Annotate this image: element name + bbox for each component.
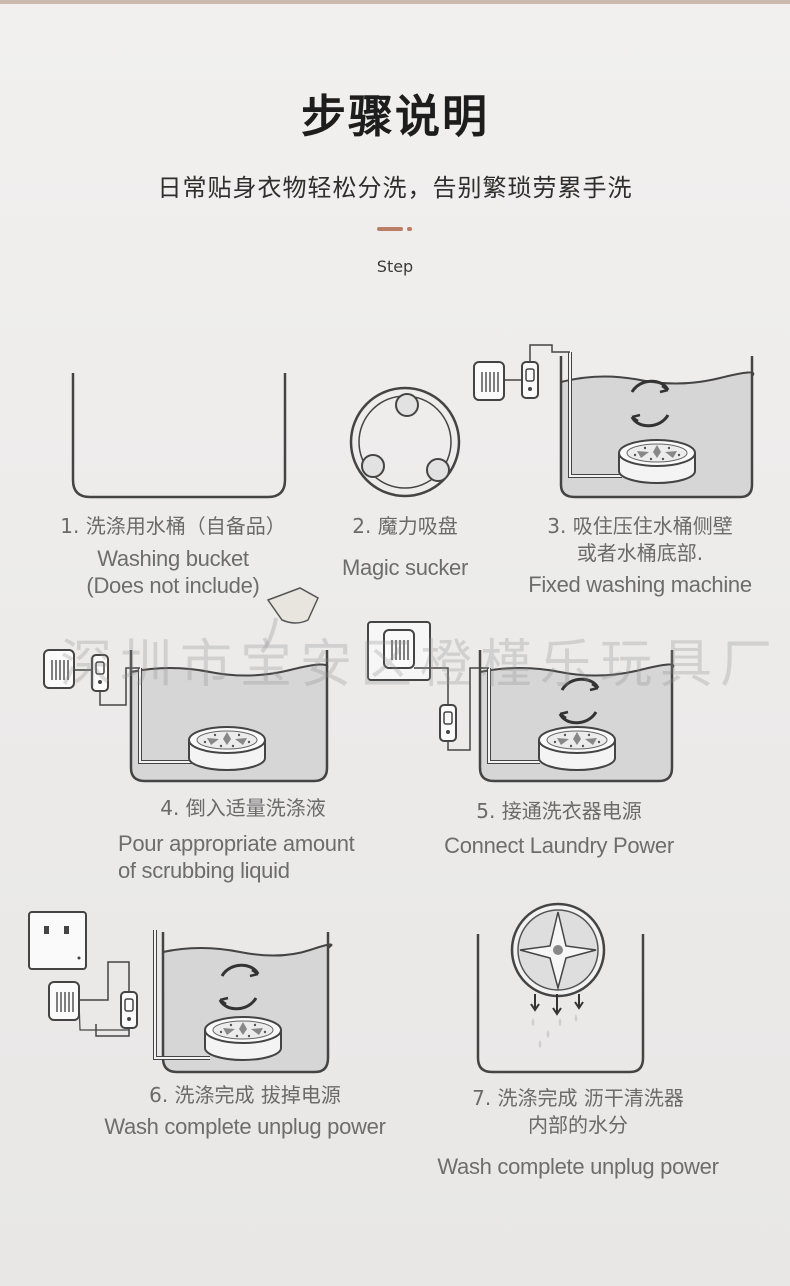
step-5-en: Connect Laundry Power: [444, 833, 674, 858]
step-5-cn: 5. 接通洗衣器电源: [476, 799, 642, 823]
step-7-cn-line-1: 7. 洗涤完成 沥干清洗器: [472, 1086, 684, 1110]
step-6-caption: 6. 洗涤完成 拔掉电源 Wash complete unplug power: [95, 1082, 395, 1140]
top-accent-bar: [0, 0, 790, 4]
connect-power-illustration: [367, 621, 675, 783]
title-divider-dot: [407, 227, 412, 231]
step-1-en-line-2: (Does not include): [86, 573, 260, 598]
step-4-caption: 4. 倒入适量洗涤液 Pour appropriate amount of sc…: [118, 795, 368, 884]
pour-liquid-illustration: [43, 587, 329, 783]
step-6-en: Wash complete unplug power: [104, 1114, 386, 1139]
step-4-cn: 4. 倒入适量洗涤液: [160, 796, 326, 820]
step-3-caption: 3. 吸住压住水桶侧壁 或者水桶底部. Fixed washing machin…: [515, 513, 765, 598]
page-subtitle: 日常贴身衣物轻松分洗，告别繁琐劳累手洗: [157, 174, 633, 202]
suction-cup-illustration: [349, 386, 461, 498]
drain-washer-illustration: [476, 902, 645, 1074]
step-heading: Step: [376, 257, 414, 276]
step-1-en-line-1: Washing bucket: [97, 546, 249, 571]
step-4-en-line-2: of scrubbing liquid: [118, 858, 290, 883]
watermark-text: 深圳市宝安区橙槿乐玩具厂: [60, 635, 781, 695]
title-divider: [377, 227, 403, 231]
step-3-cn-line-2: 或者水桶底部.: [576, 541, 704, 565]
step-2-en: Magic sucker: [342, 555, 468, 580]
step-7-cn-line-2: 内部的水分: [528, 1113, 628, 1137]
fixed-washer-illustration: [473, 344, 755, 499]
step-7-caption: 7. 洗涤完成 沥干清洗器 内部的水分 Wash complete unplug…: [428, 1085, 728, 1180]
step-4-en-line-1: Pour appropriate amount: [118, 831, 355, 856]
step-5-caption: 5. 接通洗衣器电源 Connect Laundry Power: [428, 798, 690, 859]
step-7-en: Wash complete unplug power: [437, 1154, 719, 1179]
step-1-caption: 1. 洗涤用水桶（自备品） Washing bucket (Does not i…: [48, 513, 298, 599]
page-title: 步骤说明: [300, 90, 489, 143]
bucket-illustration: [71, 373, 287, 499]
step-3-en: Fixed washing machine: [528, 572, 752, 597]
step-6-cn: 6. 洗涤完成 拔掉电源: [149, 1083, 341, 1107]
step-2-cn: 2. 魔力吸盘: [352, 514, 458, 538]
step-2-caption: 2. 魔力吸盘 Magic sucker: [330, 513, 480, 581]
step-1-cn: 1. 洗涤用水桶（自备品）: [60, 514, 286, 538]
unplug-power-illustration: [28, 911, 333, 1074]
step-3-cn-line-1: 3. 吸住压住水桶侧壁: [547, 514, 733, 538]
